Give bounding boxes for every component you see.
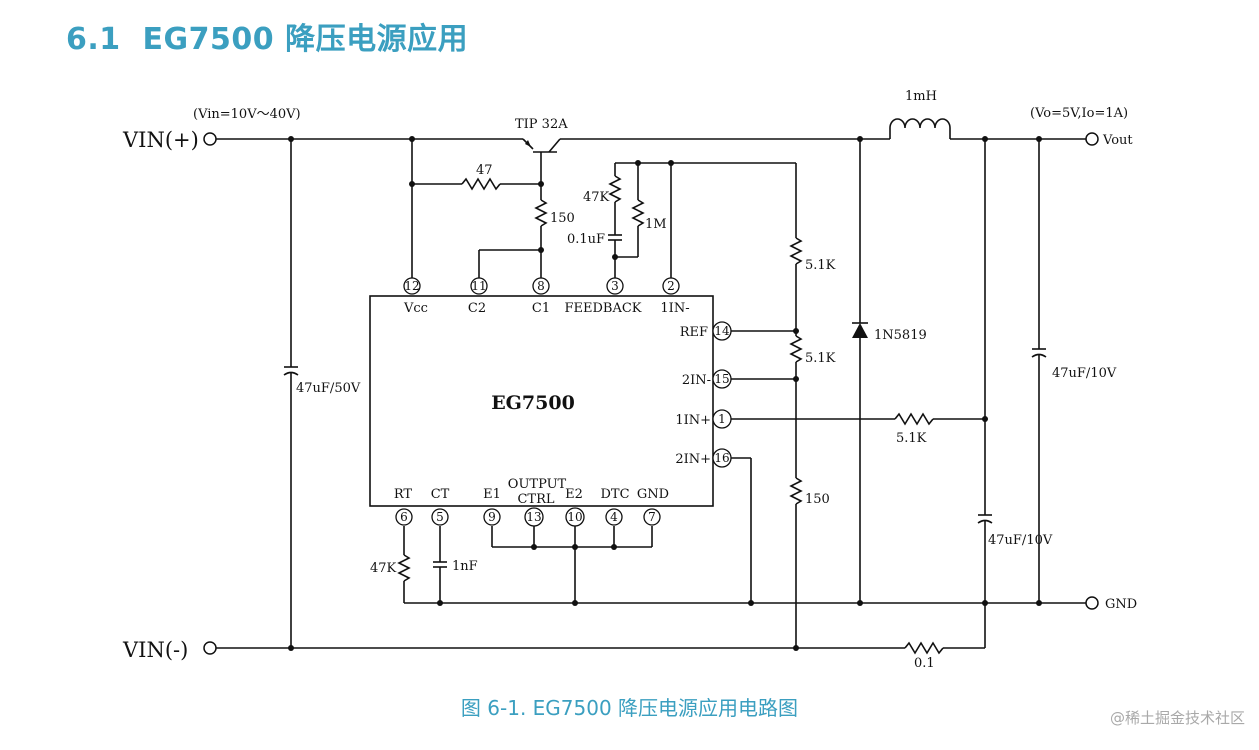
figure-caption: 图 6-1. EG7500 降压电源应用电路图 — [460, 696, 799, 720]
label-r-150-top: 150 — [550, 211, 575, 226]
section-number: 6.1 — [66, 22, 121, 57]
section-title: 6.1 EG7500 降压电源应用 — [66, 14, 468, 58]
svg-text:5: 5 — [436, 510, 444, 524]
label-r-150-low: 150 — [805, 492, 830, 507]
svg-text:6: 6 — [400, 510, 408, 524]
svg-text:11: 11 — [471, 279, 486, 293]
watermark: @稀土掘金技术社区 — [1109, 709, 1245, 727]
svg-text:GND: GND — [1105, 597, 1137, 612]
chip-pin-ref: 14 REF — [680, 321, 732, 341]
svg-text:(Vin=10V～40V): (Vin=10V～40V) — [193, 107, 301, 122]
svg-text:(Vo=5V,Io=1A): (Vo=5V,Io=1A) — [1030, 106, 1128, 121]
terminal-gnd: GND — [1085, 596, 1137, 612]
label-r-div-mid: 5.1K — [805, 351, 836, 366]
svg-text:2: 2 — [667, 279, 675, 293]
svg-text:CTRL: CTRL — [517, 492, 554, 507]
chip-pin-2in-minus: 15 2IN- — [682, 369, 732, 389]
label-c-out2: 47uF/10V — [988, 533, 1053, 548]
section-heading: EG7500 降压电源应用 — [142, 22, 469, 57]
label-r-rt: 47K — [370, 561, 397, 576]
chip-pin-ct: 5 CT — [431, 487, 450, 526]
svg-text:12: 12 — [404, 279, 419, 293]
svg-text:2IN+: 2IN+ — [675, 452, 711, 467]
label-c-in: 47uF/50V — [296, 381, 361, 396]
label-diode: 1N5819 — [874, 328, 927, 343]
chip-pin-rt: 6 RT — [394, 487, 413, 526]
svg-text:4: 4 — [610, 510, 618, 524]
svg-text:1IN+: 1IN+ — [675, 413, 711, 428]
svg-text:13: 13 — [526, 510, 541, 524]
label-r-1m: 1M — [645, 217, 667, 232]
svg-text:15: 15 — [714, 372, 729, 386]
chip-name: EG7500 — [491, 392, 575, 414]
terminal-vin-pos: VIN(+) (Vin=10V～40V) — [122, 107, 301, 152]
svg-text:1IN-: 1IN- — [660, 301, 689, 316]
chip-pin-feedback: 3 FEEDBACK — [564, 277, 642, 316]
terminal-vin-neg: VIN(-) — [122, 638, 217, 662]
chip-pin-c2: 11 C2 — [468, 277, 488, 316]
junction-dots — [288, 136, 1042, 651]
svg-text:VIN(-): VIN(-) — [122, 638, 188, 662]
label-r-1in: 5.1K — [896, 431, 927, 446]
svg-text:Vout: Vout — [1102, 133, 1133, 148]
svg-text:16: 16 — [714, 451, 729, 465]
label-r-sense: 0.1 — [914, 656, 935, 671]
svg-text:10: 10 — [567, 510, 582, 524]
chip-pin-2in-plus: 16 2IN+ — [675, 448, 732, 468]
svg-text:OUTPUT: OUTPUT — [508, 477, 567, 492]
svg-text:Vcc: Vcc — [403, 301, 428, 316]
svg-text:E1: E1 — [483, 487, 501, 502]
svg-text:DTC: DTC — [600, 487, 629, 502]
label-r-base: 47 — [476, 163, 493, 178]
label-transistor: TIP 32A — [515, 117, 568, 132]
label-r-47k-fb: 47K — [583, 190, 610, 205]
svg-text:CT: CT — [431, 487, 450, 502]
svg-text:VIN(+): VIN(+) — [122, 128, 199, 152]
chip-pin-vcc: 12 Vcc — [403, 277, 428, 316]
chip-pin-output-ctrl: 13 OUTPUT CTRL — [508, 477, 567, 527]
terminal-vout: Vout (Vo=5V,Io=1A) — [1030, 106, 1133, 148]
label-inductor: 1mH — [905, 89, 937, 104]
svg-text:8: 8 — [537, 279, 545, 293]
chip-body — [369, 295, 714, 507]
label-r-div-top: 5.1K — [805, 258, 836, 273]
svg-text:7: 7 — [648, 510, 656, 524]
chip-pin-gnd: 7 GND — [637, 487, 669, 526]
svg-text:GND: GND — [637, 487, 669, 502]
label-c-out1: 47uF/10V — [1052, 366, 1117, 381]
svg-text:RT: RT — [394, 487, 413, 502]
chip-pin-1in-plus: 1 1IN+ — [675, 409, 732, 429]
svg-text:REF: REF — [680, 325, 708, 340]
svg-text:9: 9 — [488, 510, 496, 524]
svg-text:C2: C2 — [468, 301, 486, 316]
chip-pin-e1: 9 E1 — [483, 487, 501, 526]
svg-text:C1: C1 — [532, 301, 550, 316]
label-c-fb: 0.1uF — [567, 232, 605, 247]
svg-text:3: 3 — [611, 279, 619, 293]
chip-pin-dtc: 4 DTC — [600, 487, 630, 526]
svg-text:FEEDBACK: FEEDBACK — [564, 301, 641, 316]
svg-text:1: 1 — [718, 412, 726, 426]
svg-text:2IN-: 2IN- — [682, 373, 711, 388]
chip-pin-c1: 8 C1 — [532, 277, 550, 316]
svg-text:14: 14 — [714, 324, 730, 338]
chip-pin-e2: 10 E2 — [565, 487, 585, 527]
chip-pin-1in-minus: 2 1IN- — [660, 277, 690, 316]
label-c-ct: 1nF — [452, 559, 478, 574]
svg-text:E2: E2 — [565, 487, 583, 502]
